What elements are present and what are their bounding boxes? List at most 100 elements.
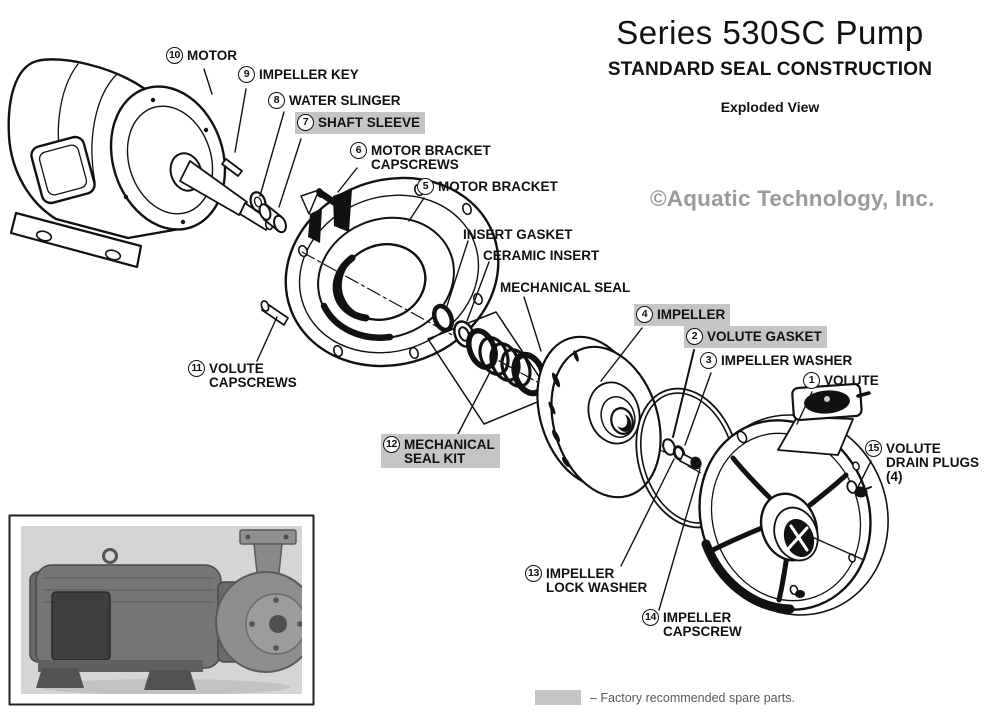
part-label-impeller: 4 IMPELLER — [634, 304, 731, 326]
part-name-impeller-key: IMPELLER KEY — [259, 66, 359, 82]
leader-insert-gasket — [446, 240, 469, 307]
part-name-ceramic-insert-line-0: CERAMIC INSERT — [483, 248, 600, 263]
leader-motor — [203, 68, 213, 95]
part-label-mechanical-seal: MECHANICAL SEAL — [500, 279, 631, 295]
part-number-mechanical-seal-kit: 12 — [383, 436, 400, 453]
part-name-impeller-washer-line-0: IMPELLER WASHER — [721, 353, 853, 368]
inset-photo — [8, 514, 315, 706]
volute-hub — [759, 492, 819, 562]
legend-text: – Factory recommended spare parts. — [590, 690, 795, 705]
part-number-motor: 10 — [166, 47, 183, 64]
inset-pump-end — [215, 529, 302, 673]
part-name-impeller-lock-washer-line-1: LOCK WASHER — [546, 580, 648, 595]
part-name-motor-bracket-capscrews-line-0: MOTOR BRACKET — [371, 143, 491, 158]
leader-water-slinger — [259, 111, 285, 197]
part-name-motor-bracket: MOTOR BRACKET — [438, 178, 558, 194]
part-name-volute-gasket: VOLUTE GASKET — [707, 328, 822, 344]
impeller-capscrew-part — [679, 453, 702, 470]
leader-impeller-lock-washer — [620, 458, 675, 567]
volute-capscrew-part — [260, 300, 289, 326]
leader-volute-drain-plugs — [857, 460, 872, 488]
highlight-box-volute-gasket: 2 VOLUTE GASKET — [684, 326, 827, 348]
title-block: Series 530SC Pump STANDARD SEAL CONSTRUC… — [555, 14, 985, 115]
part-number-impeller-key: 9 — [238, 66, 255, 83]
motor-bracket-capscrew-part — [316, 188, 344, 211]
part-name-mechanical-seal-line-0: MECHANICAL SEAL — [500, 280, 631, 295]
part-number-impeller-capscrew: 14 — [642, 609, 659, 626]
part-name-shaft-sleeve: SHAFT SLEEVE — [318, 114, 421, 130]
part-name-impeller-line-0: IMPELLER — [657, 307, 726, 322]
part-label-impeller-key: 9 IMPELLER KEY — [238, 66, 359, 83]
part-number-volute-capscrews: 11 — [188, 360, 205, 377]
highlight-box-impeller: 4 IMPELLER — [634, 304, 731, 326]
part-name-impeller-capscrew-line-0: IMPELLER — [663, 610, 732, 625]
impeller-key-part — [221, 158, 243, 177]
part-name-motor-bracket-capscrews-line-1: CAPSCREWS — [371, 157, 459, 172]
part-label-volute-gasket: 2 VOLUTE GASKET — [684, 326, 827, 348]
part-number-motor-bracket-capscrews: 6 — [350, 142, 367, 159]
volute-bottom-plug — [789, 584, 805, 598]
part-name-impeller-capscrew-line-1: CAPSCREW — [663, 624, 742, 639]
part-name-impeller-lock-washer-line-0: IMPELLER — [546, 566, 615, 581]
part-name-mechanical-seal-kit-line-0: MECHANICAL — [404, 437, 495, 452]
page-title: Series 530SC Pump — [616, 14, 924, 51]
part-name-motor-line-0: MOTOR — [187, 48, 237, 63]
label-box-impeller-key: 9 IMPELLER KEY — [238, 66, 359, 83]
part-name-shaft-sleeve-line-0: SHAFT SLEEVE — [318, 115, 421, 130]
part-name-volute-drain-plugs-line-2: (4) — [886, 469, 903, 484]
part-number-impeller-washer: 3 — [700, 352, 717, 369]
leader-volute-capscrews — [256, 316, 278, 362]
part-name-water-slinger: WATER SLINGER — [289, 92, 401, 108]
motor-drawing — [7, 58, 274, 269]
part-number-volute-drain-plugs: 15 — [865, 440, 882, 457]
part-number-volute-gasket: 2 — [686, 328, 703, 345]
leader-mechanical-seal — [523, 296, 542, 352]
part-number-water-slinger: 8 — [268, 92, 285, 109]
shaft-sleeve-part — [258, 203, 287, 234]
watermark: ©Aquatic Technology, Inc. — [650, 186, 935, 211]
part-name-mechanical-seal-kit-line-1: SEAL KIT — [404, 451, 466, 466]
volute-drawing — [698, 382, 889, 616]
view-caption: Exploded View — [720, 99, 820, 115]
part-name-impeller: IMPELLER — [657, 306, 726, 322]
spare-parts-legend: – Factory recommended spare parts. — [535, 690, 795, 705]
label-box-mechanical-seal: MECHANICAL SEAL — [500, 279, 631, 295]
leader-impeller-capscrew — [658, 468, 701, 611]
part-name-volute-gasket-line-0: VOLUTE GASKET — [707, 329, 822, 344]
part-number-motor-bracket: 5 — [417, 178, 434, 195]
inset-motor — [29, 548, 222, 690]
impeller-drawing — [536, 335, 662, 499]
part-number-volute: 1 — [803, 372, 820, 389]
part-number-impeller: 4 — [636, 306, 653, 323]
part-name-volute: VOLUTE — [824, 372, 879, 388]
part-number-impeller-lock-washer: 13 — [525, 565, 542, 582]
leader-motor-bracket-capscrews — [337, 167, 358, 193]
part-label-insert-gasket: INSERT GASKET — [463, 226, 573, 242]
label-box-impeller-washer: 3 IMPELLER WASHER — [700, 352, 852, 369]
leader-impeller — [600, 327, 643, 382]
leader-lines — [203, 68, 872, 611]
leader-volute-gasket — [672, 349, 695, 438]
part-name-impeller-key-line-0: IMPELLER KEY — [259, 67, 359, 82]
